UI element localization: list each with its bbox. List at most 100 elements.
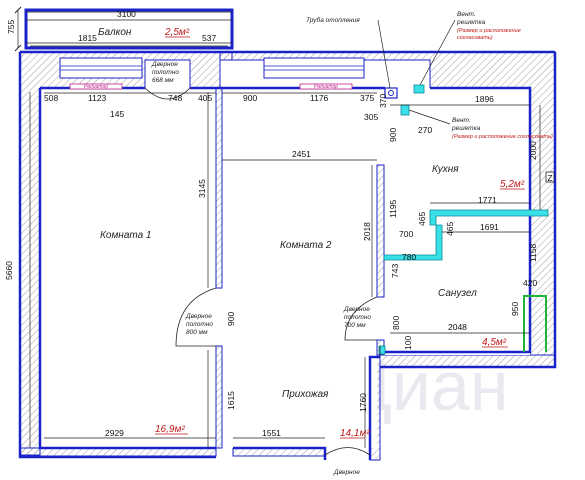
wall-outlines: [18, 50, 557, 460]
svg-text:1771: 1771: [478, 195, 497, 205]
vent-top-note1: (Размер и расположение: [457, 28, 521, 34]
dimension-lines: [26, 19, 541, 448]
vent-grille-mid: [400, 104, 410, 116]
vent-mid-line2: решетка: [451, 125, 481, 132]
svg-text:1123: 1123: [88, 93, 107, 103]
bath-door-jamb: [378, 345, 386, 355]
svg-text:508: 508: [44, 93, 58, 103]
svg-text:800: 800: [391, 316, 401, 330]
svg-text:2018: 2018: [362, 222, 372, 241]
svg-text:2929: 2929: [105, 428, 124, 438]
svg-text:145: 145: [110, 109, 124, 119]
room1-door-line1: Дверное: [185, 313, 212, 320]
bathroom-area: 4,5м²: [482, 337, 507, 348]
balcony-label: Балкон: [98, 27, 132, 38]
svg-text:1195: 1195: [388, 199, 398, 218]
room1-door-swing: [175, 287, 217, 347]
kitchen-marker: [545, 171, 555, 183]
svg-text:1176: 1176: [310, 93, 329, 103]
entry-door-swing: [324, 447, 371, 456]
balcony-door-line1: Дверное: [151, 61, 178, 68]
room2-door-line1: Дверное: [343, 306, 370, 313]
svg-text:375: 375: [360, 93, 374, 103]
svg-text:2048: 2048: [448, 322, 467, 332]
entry-door-label: Дверное: [333, 469, 360, 476]
room1-area: 16,9м²: [155, 424, 185, 435]
svg-text:900: 900: [226, 312, 236, 326]
svg-text:1815: 1815: [78, 33, 97, 43]
balcony-door-swing: [144, 87, 191, 100]
svg-text:1691: 1691: [480, 222, 499, 232]
vent-grille-top: [413, 84, 425, 94]
doors: [144, 87, 381, 456]
radiator-1-label: Радиатор: [84, 84, 108, 90]
vent-top-note2: согласовать): [457, 35, 493, 41]
svg-text:780: 780: [402, 252, 416, 262]
svg-text:755: 755: [6, 20, 16, 34]
balcony-area: 2,5м²: [164, 27, 190, 38]
svg-text:950: 950: [510, 302, 520, 316]
svg-text:3100: 3100: [117, 9, 136, 19]
svg-text:305: 305: [364, 112, 378, 122]
svg-text:1615: 1615: [226, 391, 236, 410]
vent-top-line2: решетка: [456, 19, 486, 26]
balcony-outline: [24, 8, 234, 50]
bath-stub: [383, 224, 443, 261]
room2-label: Комната 2: [280, 240, 332, 251]
svg-text:743: 743: [390, 264, 400, 278]
kitchen-area: 5,2м²: [500, 179, 525, 190]
room1-door-line3: 800 мм: [186, 329, 208, 336]
partition-room2-kitchen: [376, 164, 385, 298]
vent-mid-line1: Вент.: [452, 117, 471, 124]
windows: [59, 57, 365, 79]
room1-floor: [40, 88, 217, 448]
dimension-labels: 3100 755 1815 537 508 1123 748 145 405 9…: [4, 9, 538, 438]
svg-text:270: 270: [418, 125, 432, 135]
svg-text:2451: 2451: [292, 149, 311, 159]
svg-text:1760: 1760: [358, 393, 368, 412]
hallway-label: Прихожая: [282, 389, 329, 400]
svg-text:465: 465: [417, 212, 427, 226]
balcony-door-line3: 668 мм: [152, 77, 174, 84]
vent-top-line1: Вент.: [457, 11, 476, 18]
balcony: [14, 6, 234, 52]
svg-text:1896: 1896: [475, 94, 494, 104]
radiator-2: [299, 83, 353, 90]
bathroom-label: Санузел: [438, 288, 477, 299]
room1-door-line2: полотно: [186, 321, 213, 328]
partition-room1-upper: [215, 87, 223, 289]
kitchen-bath-partition: [429, 209, 549, 226]
radiator-2-label: Радиатор: [314, 84, 338, 90]
kitchen-bath-floor: [377, 88, 530, 355]
partitions: [215, 87, 549, 449]
vent-mid-note: (Размер и расположение согласовать): [452, 134, 553, 140]
svg-text:405: 405: [198, 93, 212, 103]
hallway-area: 14,1м²: [340, 428, 370, 439]
svg-text:5660: 5660: [4, 261, 14, 280]
radiators: Радиатор Радиатор: [69, 83, 353, 90]
heating-pipe-label: Труба отопления: [306, 16, 360, 24]
svg-text:Z: Z: [547, 173, 552, 183]
room1-label: Комната 1: [100, 230, 152, 241]
svg-text:537: 537: [202, 33, 216, 43]
svg-text:748: 748: [168, 93, 182, 103]
svg-text:1551: 1551: [262, 428, 281, 438]
room2-door-line2: полотно: [344, 314, 371, 321]
svg-text:700: 700: [399, 229, 413, 239]
bath-niche: [523, 295, 547, 352]
svg-text:370: 370: [378, 94, 388, 108]
bath-bottom-wall: [379, 354, 556, 368]
svg-text:100: 100: [403, 336, 413, 350]
balcony-door-line2: полотно: [152, 69, 179, 76]
svg-text:900: 900: [243, 93, 257, 103]
svg-text:2000: 2000: [528, 141, 538, 160]
svg-text:900: 900: [388, 128, 398, 142]
svg-text:465: 465: [445, 222, 455, 236]
room2-door-line3: 700 мм: [344, 322, 366, 329]
kitchen-label: Кухня: [432, 164, 459, 175]
svg-text:420: 420: [523, 278, 537, 288]
partition-room1-lower: [215, 345, 223, 449]
svg-text:3145: 3145: [197, 179, 207, 198]
radiator-1: [69, 83, 123, 90]
